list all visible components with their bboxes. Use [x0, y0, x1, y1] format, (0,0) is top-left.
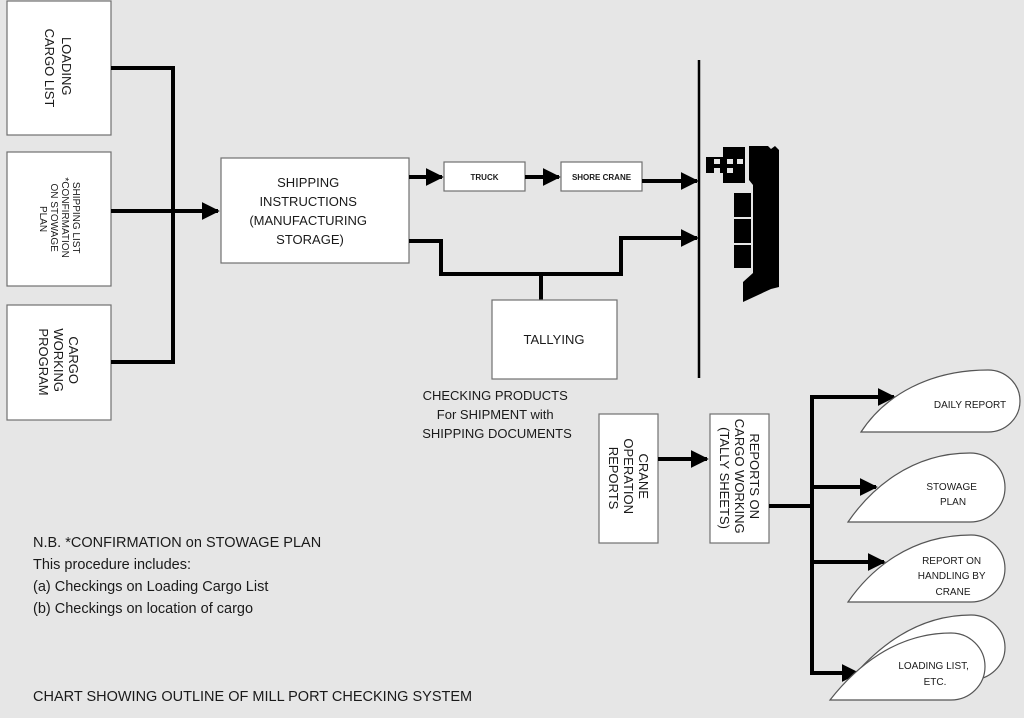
svg-text:STOWAGE PLAN: STOWAGE PLAN	[926, 482, 979, 508]
shipping-instructions-box: SHIPPING INSTRUCTIONS (MANUFACTURING STO…	[220, 157, 410, 264]
svg-text:REPORTS ON CARGO WORKING: REPORTS ON CARGO WORKING (TALLY SHEETS)	[717, 419, 762, 537]
svg-text:DAILY REPORT: DAILY REPORT	[934, 400, 1006, 411]
loading-cargo-list-box: LOADING CARGO LIST	[6, 0, 112, 136]
input-connector	[111, 66, 175, 364]
svg-text:SHORE CRANE: SHORE CRANE	[572, 173, 632, 182]
chart-title: CHART SHOWING OUTLINE OF MILL PORT CHECK…	[33, 689, 472, 705]
loading-list-output: LOADING LIST, ETC.	[828, 614, 1006, 701]
crane-operation-reports-box: CRANE OPERATION REPORTS	[598, 413, 659, 544]
svg-text:This procedure includes:: This procedure includes:	[33, 557, 191, 573]
label: LOADING	[59, 37, 74, 96]
cargo-working-program-box: CARGO WORKING PROGRAM	[6, 304, 112, 421]
reports-distribution	[769, 396, 814, 674]
svg-text:REPORT ON HANDLING BY: REPORT ON HANDLING BY CRANE	[918, 556, 988, 598]
svg-text:SHIPPING INSTRUCTIONS: SHIPPING INSTRUCTIONS (MANUFACTURING STO…	[249, 175, 370, 247]
svg-text:(b) Checkings on location of c: (b) Checkings on location of cargo	[33, 601, 253, 617]
notes: N.B. *CONFIRMATION on STOWAGE PLAN This …	[33, 535, 321, 617]
svg-text:LOADING CARGO LIST: LOADING CARGO LIST	[42, 29, 74, 108]
tallying-route	[409, 229, 699, 276]
svg-text:(a) Checkings on Loading Cargo: (a) Checkings on Loading Cargo List	[33, 579, 268, 595]
reports-on-cargo-working-box: REPORTS ON CARGO WORKING (TALLY SHEETS)	[709, 413, 770, 544]
truck-box: TRUCK	[443, 161, 526, 192]
tallying-box: TALLYING	[491, 299, 618, 380]
handling-report-output: REPORT ON HANDLING BY CRANE	[846, 534, 1006, 603]
shipping-list-box: SHIPPING LIST *CONFIRMATION ON STOWAGE P…	[6, 151, 112, 287]
svg-text:SHIPPING LIST *CONFIRMAT: SHIPPING LIST *CONFIRMATION ON STOWAGE P…	[37, 177, 81, 260]
svg-text:LOADING LIST, ETC.: LOADING LIST, ETC.	[898, 661, 971, 688]
svg-text:TALLYING: TALLYING	[524, 332, 585, 347]
ship-icon	[706, 146, 779, 302]
tallying-caption: CHECKING PRODUCTS For SHIPMENT with SHIP…	[422, 388, 572, 441]
svg-text:CRANE OPERATION RE: CRANE OPERATION REPORTS	[606, 438, 651, 517]
stowage-plan-output: STOWAGE PLAN	[846, 452, 1006, 523]
svg-text:CARGO WORKING PROG: CARGO WORKING PROGRAM	[36, 328, 81, 395]
shore-crane-box: SHORE CRANE	[560, 161, 643, 192]
svg-text:N.B. *CONFIRMATION on STOWAGE: N.B. *CONFIRMATION on STOWAGE PLAN	[33, 535, 321, 551]
daily-report-output: DAILY REPORT	[859, 369, 1021, 433]
svg-text:TRUCK: TRUCK	[471, 173, 499, 182]
